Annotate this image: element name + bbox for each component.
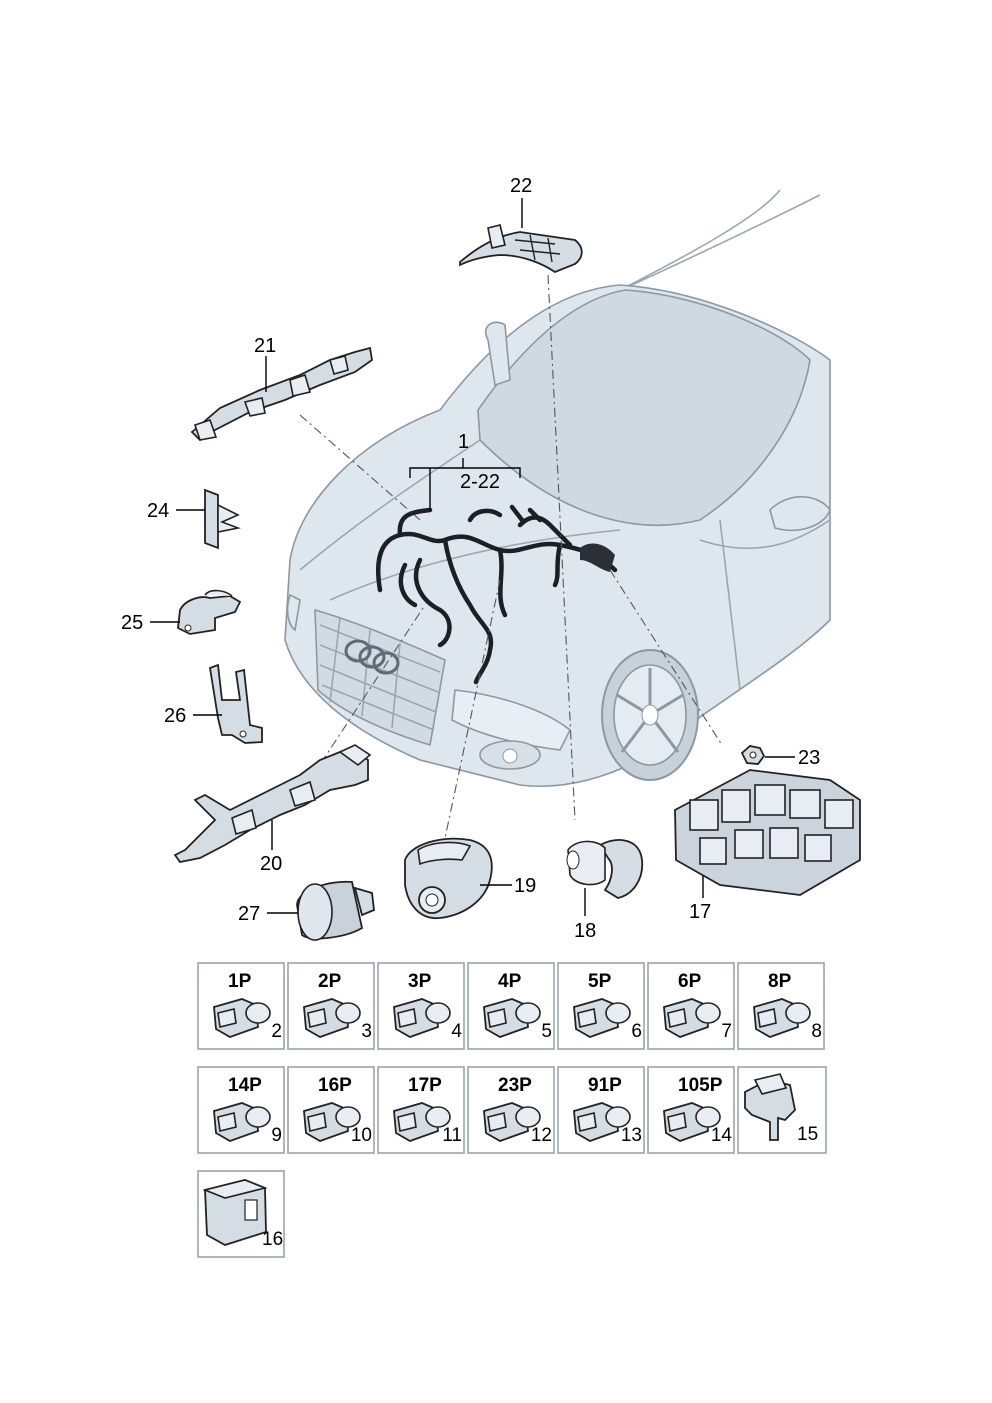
callout-2-22: 2-22 [460, 471, 500, 493]
connector-plug-icon [753, 998, 811, 1038]
callout-17: 17 [689, 901, 711, 923]
connector-box: 14P 9 [197, 1066, 285, 1154]
connector-plug-icon [303, 998, 361, 1038]
connector-plug-icon [213, 1102, 271, 1142]
box-15-number: 15 [797, 1124, 818, 1145]
connector-item-number: 13 [621, 1125, 642, 1146]
connector-plug-icon [483, 1102, 541, 1142]
car-illustration [284, 189, 831, 788]
part-20-duct [173, 744, 372, 863]
connector-box: 16P 10 [287, 1066, 375, 1154]
connector-item-number: 8 [811, 1021, 822, 1042]
connector-box: 1P 2 [197, 962, 285, 1050]
connector-item-number: 7 [721, 1021, 732, 1042]
connector-plug-icon [213, 998, 271, 1038]
connector-item-number: 11 [442, 1125, 462, 1146]
connector-item-number: 6 [631, 1021, 642, 1042]
part-24-clip [176, 488, 241, 550]
connector-box: 91P 13 [557, 1066, 645, 1154]
callout-22: 22 [510, 175, 532, 197]
connector-pin-label: 16P [318, 1075, 352, 1096]
part-19-sensor [404, 837, 512, 919]
connector-pin-label: 91P [588, 1075, 622, 1096]
connector-item-number: 14 [711, 1125, 733, 1146]
connector-plug-icon [663, 1102, 721, 1142]
brand-rings-icon [344, 639, 400, 675]
connector-box: 17P 11 [377, 1066, 465, 1154]
connector-box: 105P 14 [647, 1066, 735, 1154]
connector-plug-icon [573, 1102, 631, 1142]
connector-item-number: 3 [361, 1021, 372, 1042]
reference-lines [299, 274, 723, 839]
connector-box: 4P 5 [467, 962, 555, 1050]
connector-pin-label: 3P [408, 971, 432, 992]
connector-pin-label: 14P [228, 1075, 262, 1096]
wheel-illustration [601, 649, 699, 781]
connector-box: 5P 6 [557, 962, 645, 1050]
connector-plug-icon [393, 998, 451, 1038]
callout-20: 20 [260, 853, 282, 875]
connector-box: 6P 7 [647, 962, 735, 1050]
connector-box: 3P 4 [377, 962, 465, 1050]
callout-25: 25 [121, 612, 143, 634]
connector-plug-icon [303, 1102, 361, 1142]
connector-item-number: 4 [451, 1021, 462, 1042]
callout-27: 27 [238, 903, 260, 925]
connector-box: 2P 3 [287, 962, 375, 1050]
connector-pin-label: 17P [408, 1075, 442, 1096]
callout-18: 18 [574, 920, 596, 942]
part-27-cylinder [267, 880, 375, 941]
part-25-holder [150, 589, 242, 635]
connector-pin-label: 23P [498, 1075, 532, 1096]
callout-24: 24 [147, 500, 169, 522]
connector-item-number: 9 [271, 1125, 282, 1146]
connector-pin-label: 105P [678, 1075, 723, 1096]
connector-pin-label: 6P [678, 971, 702, 992]
connector-item-number: 2 [271, 1021, 282, 1042]
connector-item-number: 5 [541, 1021, 552, 1042]
callout-26: 26 [164, 705, 186, 727]
connector-grid: 1P 2 2P 3 3P 4 4P 5 5P 6 6P 7 8P 8 14P 9 16P 10 17P 11 23P 12… [197, 962, 825, 1154]
connector-plug-icon [573, 998, 631, 1038]
part-23-nut [740, 745, 795, 765]
box-16: 16 [197, 1170, 285, 1258]
connector-pin-label: 2P [318, 971, 342, 992]
connector-pin-label: 8P [768, 971, 792, 992]
connector-plug-icon [393, 1102, 451, 1142]
part-17-relay-box [674, 769, 861, 898]
wiring-harness [375, 504, 618, 685]
callout-19: 19 [514, 875, 536, 897]
connector-plug-icon [663, 998, 721, 1038]
callout-23: 23 [798, 747, 820, 769]
relay-socket-icon [744, 1073, 796, 1141]
part-22-cover [459, 198, 583, 274]
connector-pin-label: 4P [498, 971, 522, 992]
item-1-bracket [409, 458, 521, 510]
part-26-bracket [193, 663, 263, 744]
part-18-grommet [566, 839, 644, 916]
connector-plug-icon [483, 998, 541, 1038]
part-21-channel [190, 346, 373, 442]
connector-box: 8P 8 [737, 962, 825, 1050]
callout-21: 21 [254, 335, 276, 357]
control-module-icon [202, 1179, 268, 1246]
box-15: 15 [737, 1066, 827, 1154]
callout-1: 1 [458, 431, 469, 453]
connector-item-number: 12 [531, 1125, 552, 1146]
connector-pin-label: 1P [228, 971, 252, 992]
box-16-number: 16 [262, 1229, 283, 1250]
connector-item-number: 10 [351, 1125, 372, 1146]
connector-box: 23P 12 [467, 1066, 555, 1154]
connector-pin-label: 5P [588, 971, 612, 992]
